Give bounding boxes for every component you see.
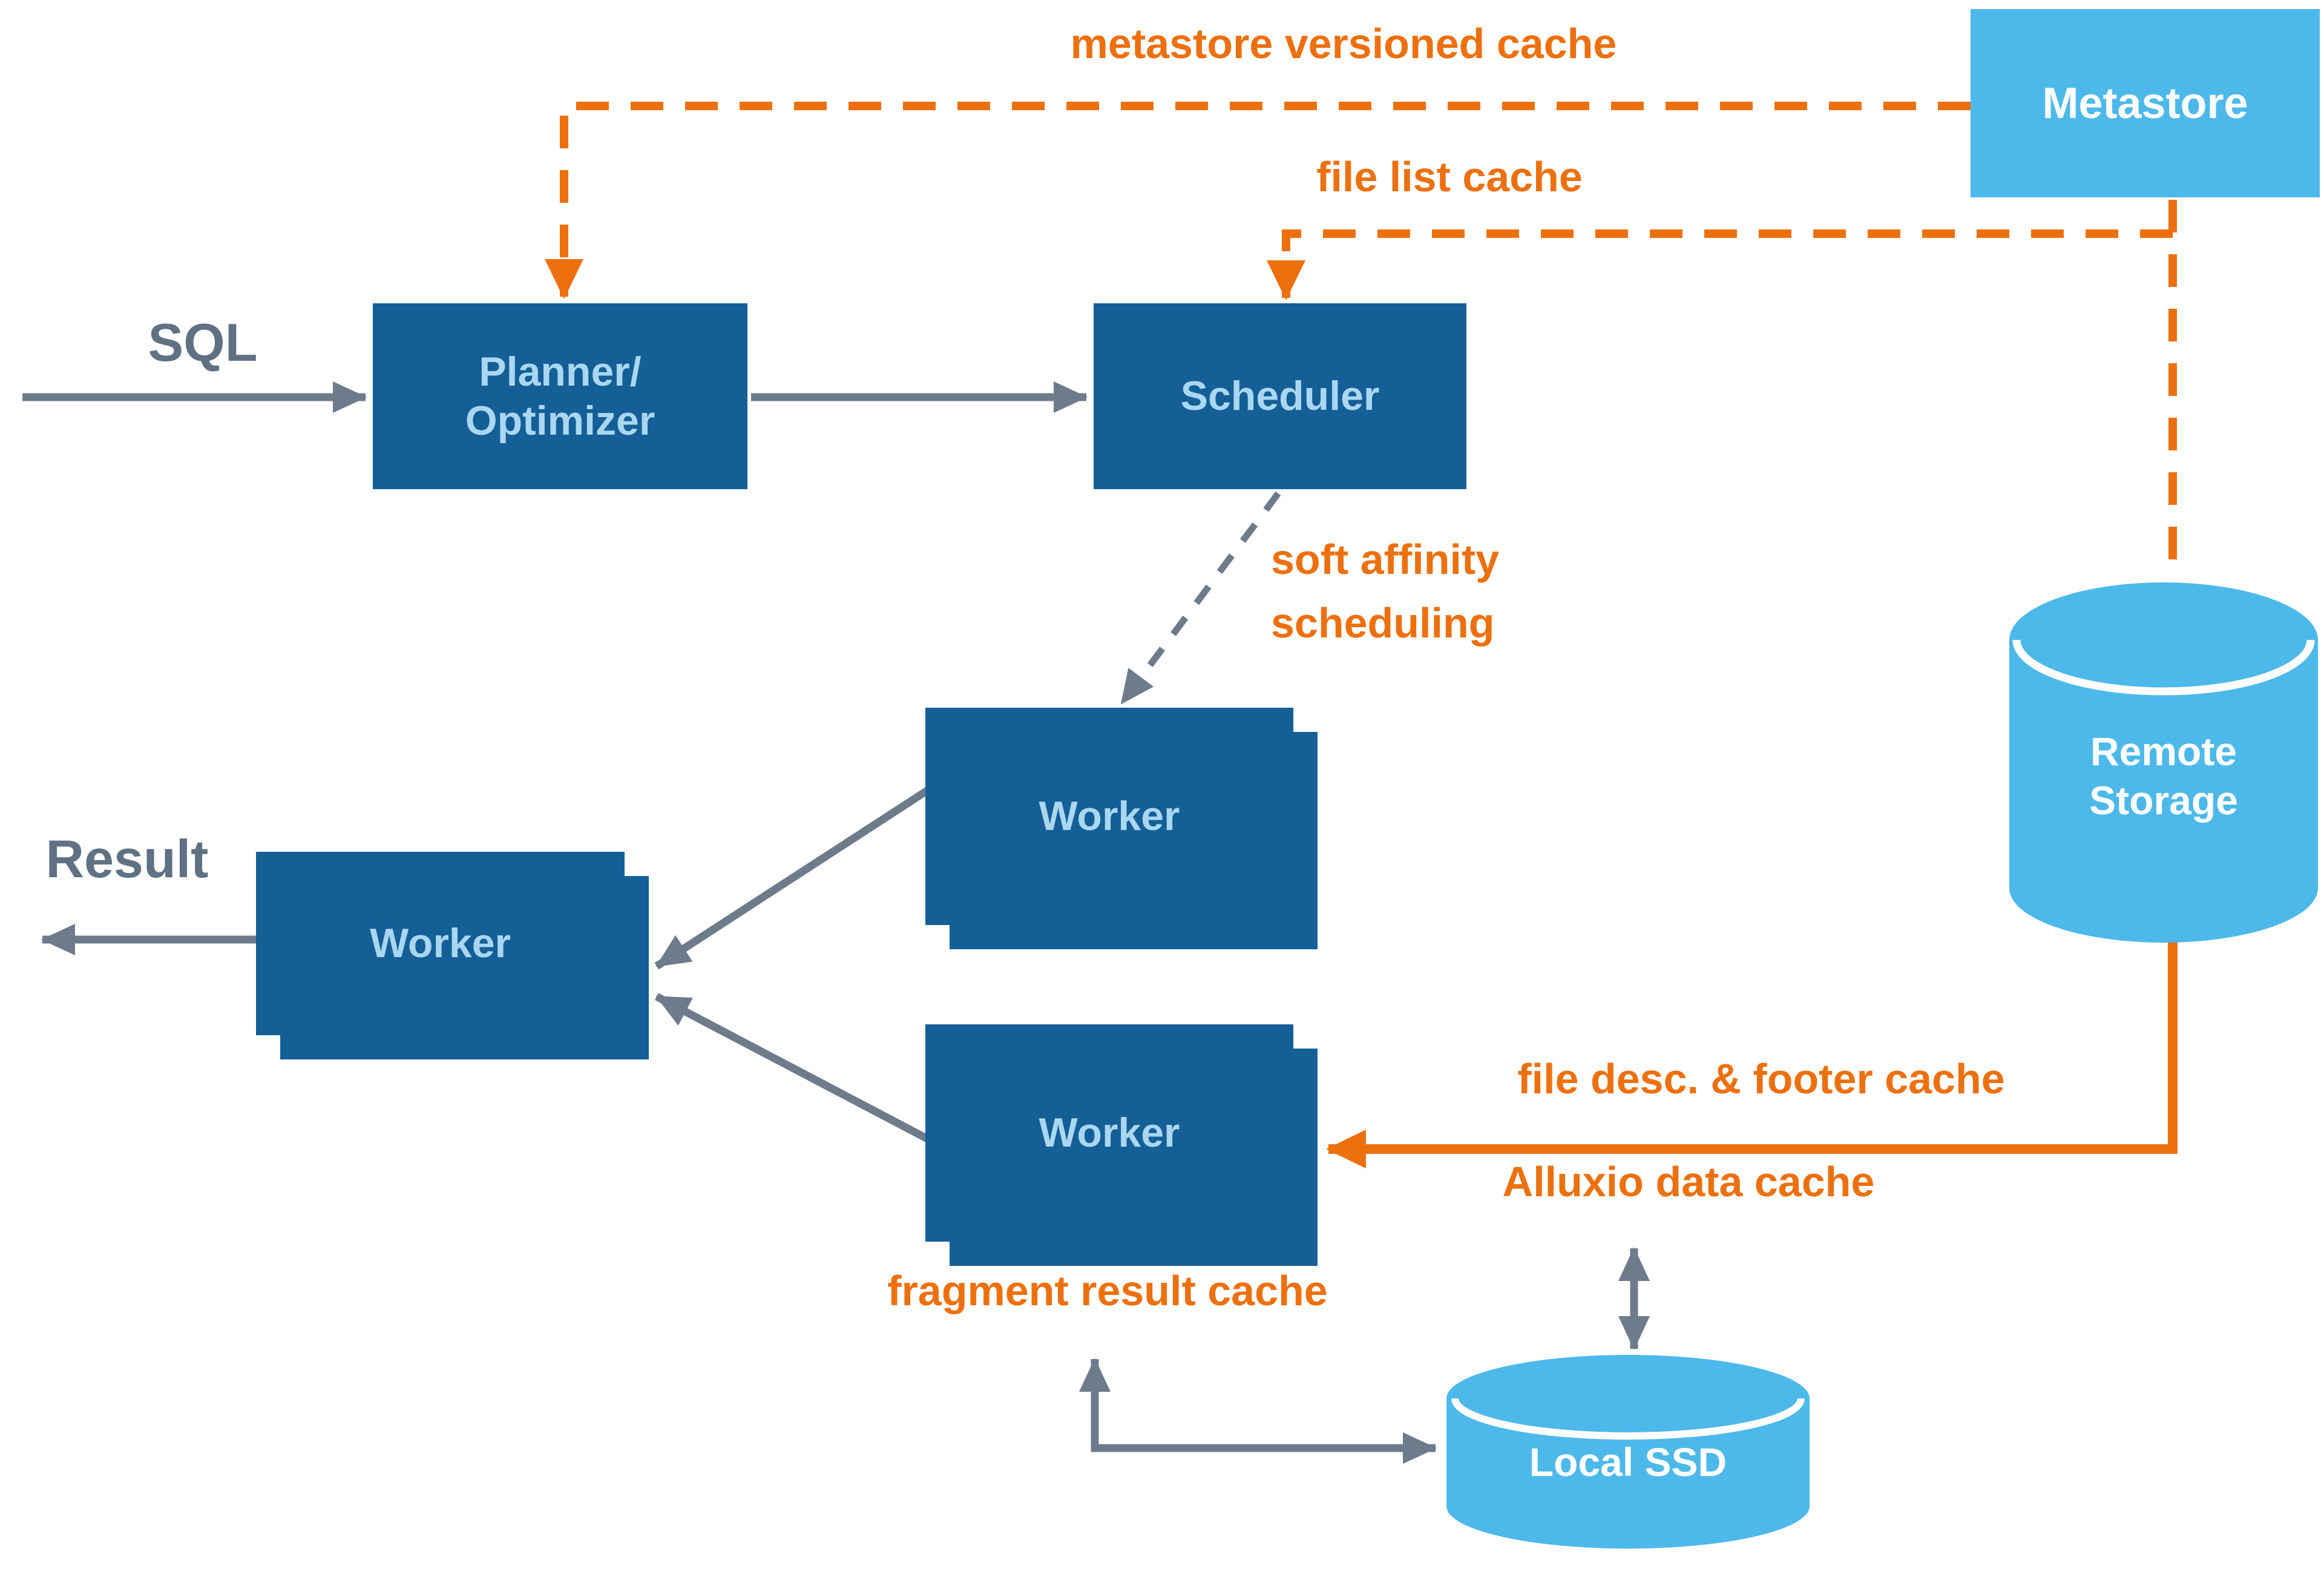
worker-to-local-ssd-elbow-arrow [1079,1358,1437,1464]
result-label: Result [45,829,209,889]
cylinder-shape [1446,1355,1810,1549]
worker-bottom-to-worker-left-arrow [654,993,933,1144]
fragment-result-cache-label: fragment result cache [887,1267,1328,1314]
worker-bottom-box: Worker [925,1024,1318,1266]
metastore-versioned-cache-label: metastore versioned cache [1070,20,1617,67]
file-list-cache-label: file list cache [1316,153,1583,200]
cylinder-shape [2009,582,2318,943]
alluxio-data-cache-label: Alluxio data cache [1502,1158,1875,1205]
worker-top-to-worker-left-arrow [654,785,933,970]
file-list-cache-dashed-line [1267,229,2173,300]
soft-affinity-scheduling-label: soft affinity scheduling [1271,536,1500,647]
local-ssd-cylinder: Local SSD [1446,1355,1810,1551]
soft-affinity-dashed-arrow [1118,491,1281,706]
remote-storage-cylinder: Remote Storage [2009,582,2318,946]
worker-top-box: Worker [925,708,1318,949]
file-desc-footer-cache-label: file desc. & footer cache [1517,1055,2005,1102]
metastore-versioned-cache-dashed-line [545,102,1971,299]
remote-storage-label: Remote Storage [2089,729,2238,823]
metastore-box: Metastore [1971,9,2320,197]
planner-optimizer-box: Planner/ Optimizer [373,303,747,489]
scheduler-box: Scheduler [1094,303,1466,489]
sql-label: SQL [148,312,258,372]
worker-left-box: Worker [256,852,649,1059]
local-ssd-label: Local SSD [1529,1439,1727,1484]
remote-storage-to-worker-arrow [1326,942,2178,1168]
